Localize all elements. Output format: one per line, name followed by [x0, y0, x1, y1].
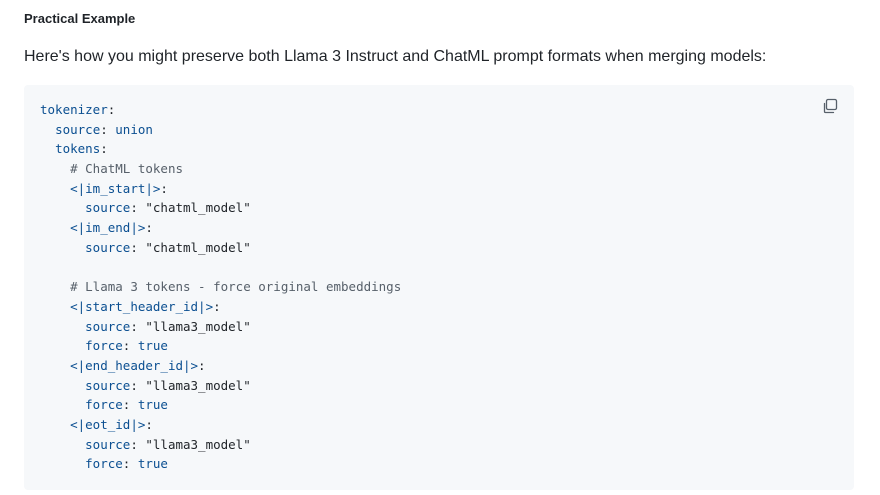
code-separator: : — [130, 318, 146, 334]
code-key: <|start_header_id|> — [70, 298, 214, 314]
code-separator: : — [213, 298, 221, 314]
code-separator: : — [145, 220, 153, 236]
code-key: <|end_header_id|> — [70, 357, 199, 373]
code-indent — [40, 378, 85, 393]
code-indent — [40, 437, 85, 452]
code-line: source: union — [40, 120, 401, 140]
code-separator: : — [160, 180, 168, 196]
code-separator: : — [100, 141, 108, 157]
code-key: force — [85, 338, 123, 354]
code-line: <|start_header_id|>: — [40, 297, 401, 317]
code-key: <|im_start|> — [70, 180, 161, 196]
copy-icon — [822, 98, 838, 114]
code-indent — [40, 397, 85, 412]
code-value: union — [115, 121, 153, 137]
code-indent — [40, 417, 70, 432]
code-separator: : — [122, 338, 138, 354]
code-key: source — [85, 318, 131, 334]
code-separator: : — [130, 436, 146, 452]
code-separator: : — [107, 102, 116, 117]
code-line: force: true — [40, 454, 401, 474]
code-key: force — [85, 397, 123, 413]
code-separator: : — [122, 456, 138, 472]
code-line: source: "chatml_model" — [40, 198, 401, 218]
code-indent — [40, 279, 70, 294]
section-heading: Practical Example — [24, 11, 136, 26]
code-value: "chatml_model" — [145, 239, 251, 255]
code-separator: : — [130, 200, 146, 216]
code-separator: : — [100, 121, 116, 137]
code-line: # ChatML tokens — [40, 159, 401, 179]
code-indent — [40, 338, 85, 353]
code-block: tokenizer: source: union tokens: # ChatM… — [24, 85, 854, 490]
code-value: "llama3_model" — [145, 436, 251, 452]
code-key: tokens — [55, 141, 101, 157]
code-line: <|eot_id|>: — [40, 415, 401, 435]
code-comment: # ChatML tokens — [70, 161, 183, 177]
code-key: source — [55, 121, 101, 137]
code-comment: # Llama 3 tokens - force original embedd… — [70, 279, 402, 295]
code-indent — [40, 358, 70, 373]
code-key: <|eot_id|> — [70, 417, 146, 432]
intro-paragraph: Here's how you might preserve both Llama… — [24, 48, 767, 65]
code-separator: : — [130, 239, 146, 255]
code-indent — [40, 200, 85, 215]
code-indent — [40, 299, 70, 314]
code-line: source: "llama3_model" — [40, 317, 401, 337]
code-value: "llama3_model" — [145, 377, 251, 393]
code-line: tokenizer: — [40, 100, 401, 120]
code-line: # Llama 3 tokens - force original embedd… — [40, 277, 401, 297]
code-key: <|im_end|> — [70, 220, 146, 236]
code-value: true — [137, 397, 168, 413]
code-line: source: "chatml_model" — [40, 238, 401, 258]
code-value: "llama3_model" — [145, 318, 251, 334]
code-separator: : — [198, 357, 206, 373]
code-indent — [40, 456, 85, 471]
code-line: <|end_header_id|>: — [40, 356, 401, 376]
code-separator: : — [130, 377, 146, 393]
code-key: force — [85, 456, 123, 472]
code-content: tokenizer: source: union tokens: # ChatM… — [40, 100, 401, 474]
code-separator: : — [145, 417, 153, 432]
code-indent — [40, 220, 70, 235]
code-indent — [40, 319, 85, 334]
copy-button[interactable] — [820, 96, 840, 116]
code-line: source: "llama3_model" — [40, 376, 401, 396]
code-value: true — [137, 338, 168, 354]
code-line: tokens: — [40, 139, 401, 159]
code-key: source — [85, 239, 131, 255]
code-line: force: true — [40, 336, 401, 356]
code-separator: : — [122, 397, 138, 413]
code-key: source — [85, 200, 131, 216]
code-indent — [40, 181, 70, 196]
code-line: source: "llama3_model" — [40, 435, 401, 455]
code-key: source — [85, 436, 131, 452]
code-value: "chatml_model" — [145, 200, 251, 216]
code-line: force: true — [40, 395, 401, 415]
code-key: source — [85, 377, 131, 393]
code-indent — [40, 161, 70, 176]
code-indent — [40, 141, 55, 156]
code-value: true — [137, 456, 168, 472]
code-line — [40, 258, 401, 278]
code-indent — [40, 240, 85, 255]
code-line: <|im_start|>: — [40, 179, 401, 199]
code-key: tokenizer — [40, 102, 108, 117]
code-indent — [40, 122, 55, 137]
code-line: <|im_end|>: — [40, 218, 401, 238]
